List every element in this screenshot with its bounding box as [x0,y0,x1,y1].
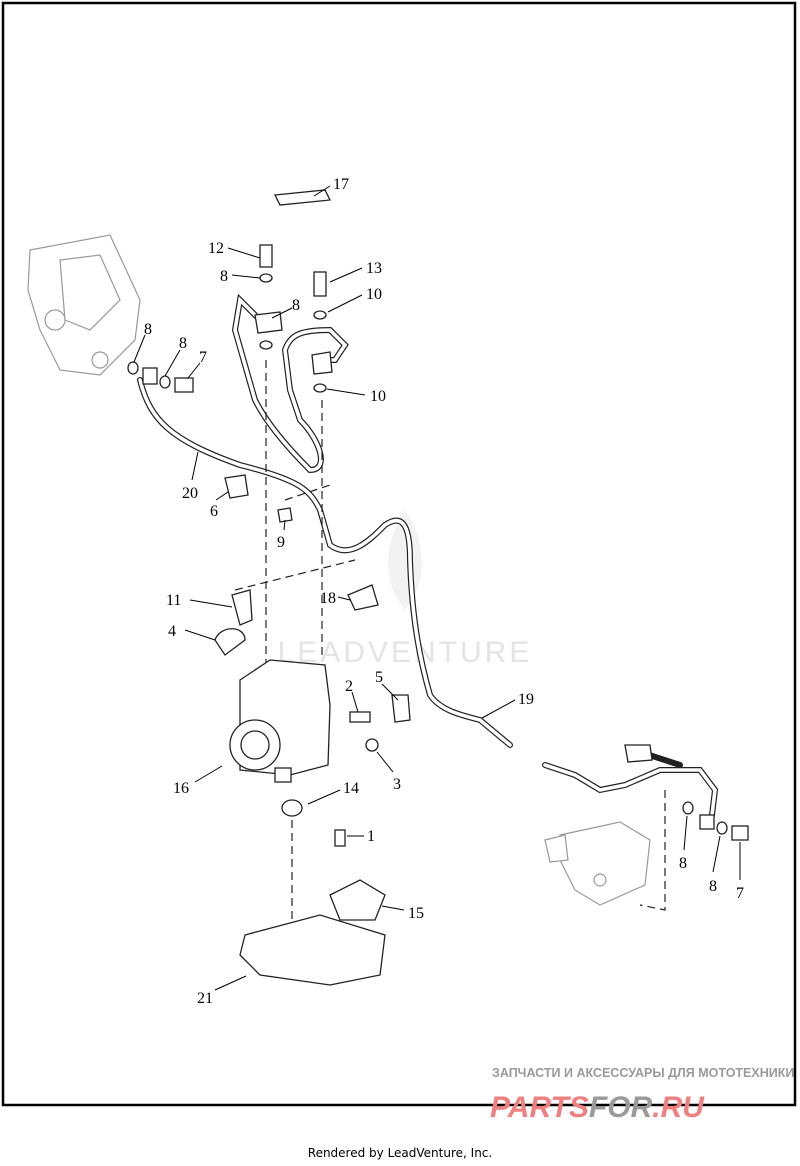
callout-7: 7 [199,349,207,366]
banjo-bolt-7 [174,377,194,393]
nut-3 [365,738,379,752]
parts [127,189,749,986]
callout-5: 5 [375,669,383,686]
callout-10: 10 [366,286,382,303]
callout-2: 2 [345,678,353,695]
callout-9: 9 [277,534,285,551]
callout-8: 8 [709,878,717,895]
leadventure-watermark: LEADVENTURE [278,510,533,669]
callout-8: 8 [144,321,152,338]
sensor-15 [329,879,386,921]
shop-logo: PARTSFOR.RU [490,1091,705,1124]
callout-12: 12 [208,240,224,257]
callout-6: 6 [210,503,218,520]
shop-tagline: ЗАПЧАСТИ И АКСЕССУАРЫ ДЛЯ МОТОТЕХНИКИ [492,1066,794,1080]
watermark-brand: LEADVENTURE [278,636,533,669]
bracket-21 [239,914,386,986]
callout-21: 21 [197,990,213,1007]
callout-8: 8 [292,297,300,314]
banjo-fitting-b [311,351,333,375]
washer-front [127,361,139,375]
banjo-bolt-12 [259,244,273,268]
callout-10: 10 [370,388,386,405]
callouts: 17 12 8 13 8 10 10 8 8 7 20 6 9 11 4 18 … [144,176,744,1007]
leader-lines [133,185,741,991]
hose-clip-17 [273,189,332,206]
callout-1: 1 [367,828,375,845]
callout-13: 13 [366,260,382,277]
banjo-bolt-13 [313,271,327,297]
banjo-front [142,367,158,385]
bolt-1 [334,829,346,847]
render-credit: Rendered by LeadVenture, Inc. [307,1146,493,1160]
callout-4: 4 [168,623,176,640]
clamp-4 [214,628,246,656]
clip-9 [277,507,293,523]
callout-8: 8 [679,855,687,872]
rear-master-cylinder [544,821,651,906]
callout-18: 18 [320,590,336,607]
callout-14: 14 [343,780,359,797]
callout-17: 17 [333,176,349,193]
washer-8b [259,340,273,350]
callout-3: 3 [393,776,401,793]
washer-10b [313,383,327,393]
partsfor-watermark: ЗАПЧАСТИ И АКСЕССУАРЫ ДЛЯ МОТОТЕХНИКИ PA… [490,1066,794,1124]
grommet-14 [281,799,303,817]
abs-module-16 [229,659,331,783]
callout-8: 8 [220,268,228,285]
brake-lines [137,293,719,828]
front-caliper [27,234,141,376]
callout-19: 19 [518,691,534,708]
callout-7: 7 [736,885,744,902]
washer-10 [313,310,327,320]
diagram-frame [1,1,797,1107]
callout-16: 16 [173,780,189,797]
bolt-2 [349,711,371,723]
banjo-fitting [254,311,283,334]
rear-fitting [624,744,653,763]
callout-8: 8 [179,335,187,352]
callout-20: 20 [182,485,198,502]
callout-11: 11 [166,592,181,609]
washer-8 [259,273,273,283]
bracket-11 [231,589,253,626]
clamp-18 [347,584,379,611]
banjo-bolt-7b [731,825,749,841]
clamp-6 [224,474,249,499]
clip-5 [391,694,411,723]
callout-15: 15 [408,905,424,922]
